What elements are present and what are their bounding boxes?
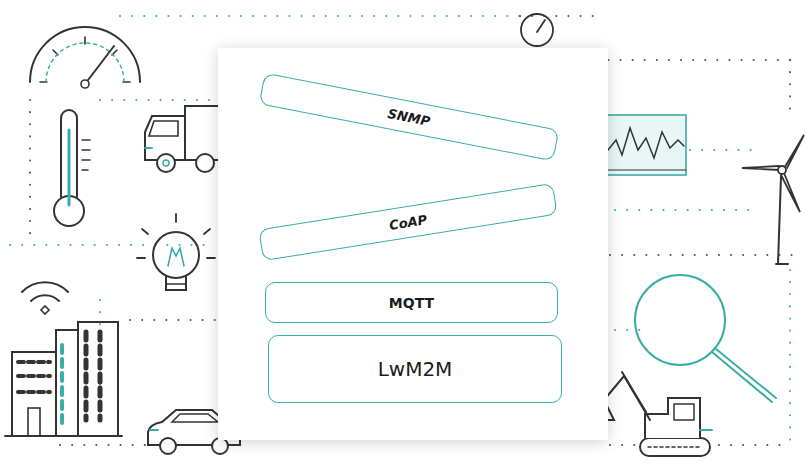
protocol-pill: CoAP <box>258 183 557 261</box>
protocol-pill: MQTT <box>265 282 558 323</box>
protocol-pill: SNMP <box>259 73 560 162</box>
protocol-label: SNMP <box>387 106 432 129</box>
protocol-label: MQTT <box>389 295 434 311</box>
protocol-pill: LwM2M <box>268 335 562 403</box>
protocol-label: LwM2M <box>378 357 453 381</box>
protocol-label: CoAP <box>388 212 428 233</box>
